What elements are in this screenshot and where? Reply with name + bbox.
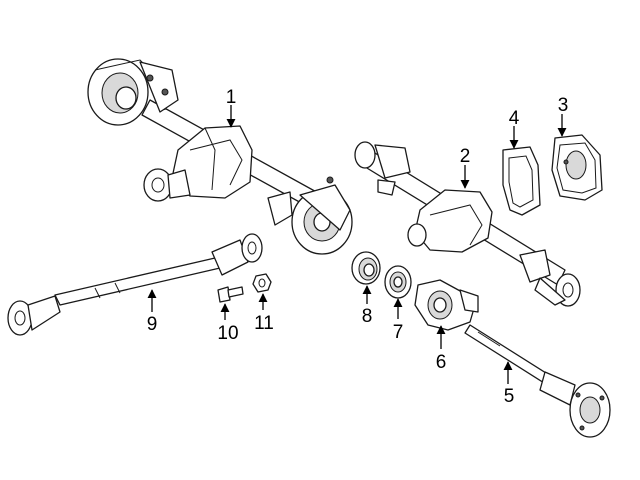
part-3-differential-cover[interactable] bbox=[551, 134, 603, 201]
part-4-gasket[interactable] bbox=[502, 146, 541, 216]
part-8-seal[interactable] bbox=[351, 251, 381, 285]
callout-3[interactable]: 3 bbox=[558, 95, 569, 116]
callout-4[interactable]: 4 bbox=[509, 108, 520, 129]
callout-labels: 1 2 3 4 5 6 7 8 9 10 11 bbox=[147, 87, 569, 407]
part-9-drive-shaft[interactable] bbox=[7, 233, 263, 336]
part-5-axle-shaft[interactable] bbox=[464, 324, 611, 438]
callout-8[interactable]: 8 bbox=[362, 306, 373, 327]
part-2-axle-housing[interactable] bbox=[354, 141, 581, 307]
callout-11[interactable]: 11 bbox=[254, 313, 274, 334]
part-11-nut[interactable] bbox=[252, 273, 272, 293]
part-10-bolt[interactable] bbox=[217, 286, 244, 303]
callout-5[interactable]: 5 bbox=[504, 386, 515, 407]
part-7-bearing[interactable] bbox=[384, 265, 412, 299]
callout-6[interactable]: 6 bbox=[436, 352, 447, 373]
leader-lines bbox=[147, 105, 567, 384]
callout-10[interactable]: 10 bbox=[217, 323, 238, 344]
callout-7[interactable]: 7 bbox=[393, 322, 404, 343]
callout-1[interactable]: 1 bbox=[226, 87, 237, 108]
part-6-bearing-retainer[interactable] bbox=[414, 279, 479, 331]
callout-9[interactable]: 9 bbox=[147, 314, 158, 335]
part-1-axle-assembly[interactable] bbox=[87, 58, 353, 255]
callout-2[interactable]: 2 bbox=[460, 146, 471, 167]
